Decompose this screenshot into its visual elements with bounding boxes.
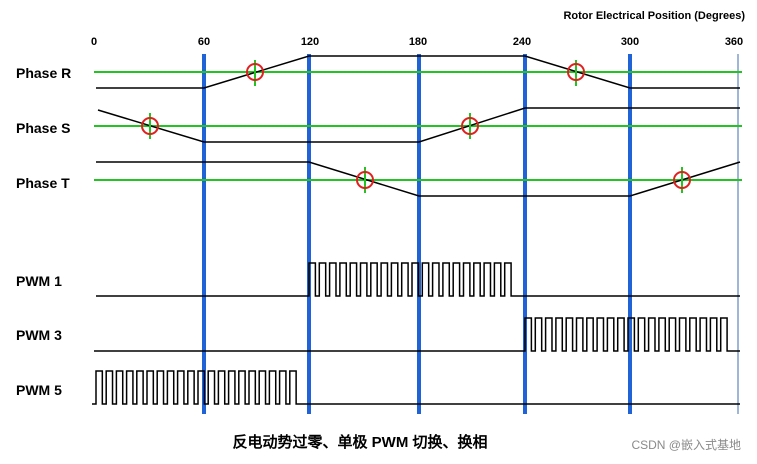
zero-crossing-markers	[141, 60, 691, 193]
crossing-marker-s-30	[141, 113, 159, 139]
degree-label-240: 240	[513, 36, 531, 48]
label-pwm1: PWM 1	[16, 273, 62, 289]
crossing-marker-s-210	[461, 113, 479, 139]
degree-label-60: 60	[198, 36, 210, 48]
waveform-phase-t	[96, 161, 741, 197]
degree-label-120: 120	[301, 36, 319, 48]
crossing-marker-t-330	[673, 167, 691, 193]
waveform-phase-s	[97, 107, 740, 143]
waveform-pwm3	[94, 317, 740, 352]
axis-title: Rotor Electrical Position (Degrees)	[563, 10, 745, 22]
label-phase-t: Phase T	[16, 175, 70, 191]
crossing-marker-r-270	[567, 60, 585, 86]
caption: 反电动势过零、单极 PWM 切换、换相	[233, 433, 488, 451]
degree-label-300: 300	[621, 36, 639, 48]
label-phase-s: Phase S	[16, 120, 70, 136]
degree-label-0: 0	[91, 36, 97, 48]
waveform-pwm5	[92, 370, 740, 405]
degree-label-360: 360	[725, 36, 743, 48]
label-phase-r: Phase R	[16, 65, 71, 81]
label-pwm5: PWM 5	[16, 382, 62, 398]
crossing-marker-t-150	[356, 167, 374, 193]
sector-lines	[202, 54, 632, 414]
waveform-phase-r	[96, 55, 740, 89]
zero-lines	[94, 71, 742, 181]
watermark: CSDN @嵌入式基地	[631, 438, 741, 452]
label-pwm3: PWM 3	[16, 327, 62, 343]
waveform-pwm1	[96, 262, 740, 297]
crossing-marker-r-90	[246, 60, 264, 86]
degree-label-180: 180	[409, 36, 427, 48]
